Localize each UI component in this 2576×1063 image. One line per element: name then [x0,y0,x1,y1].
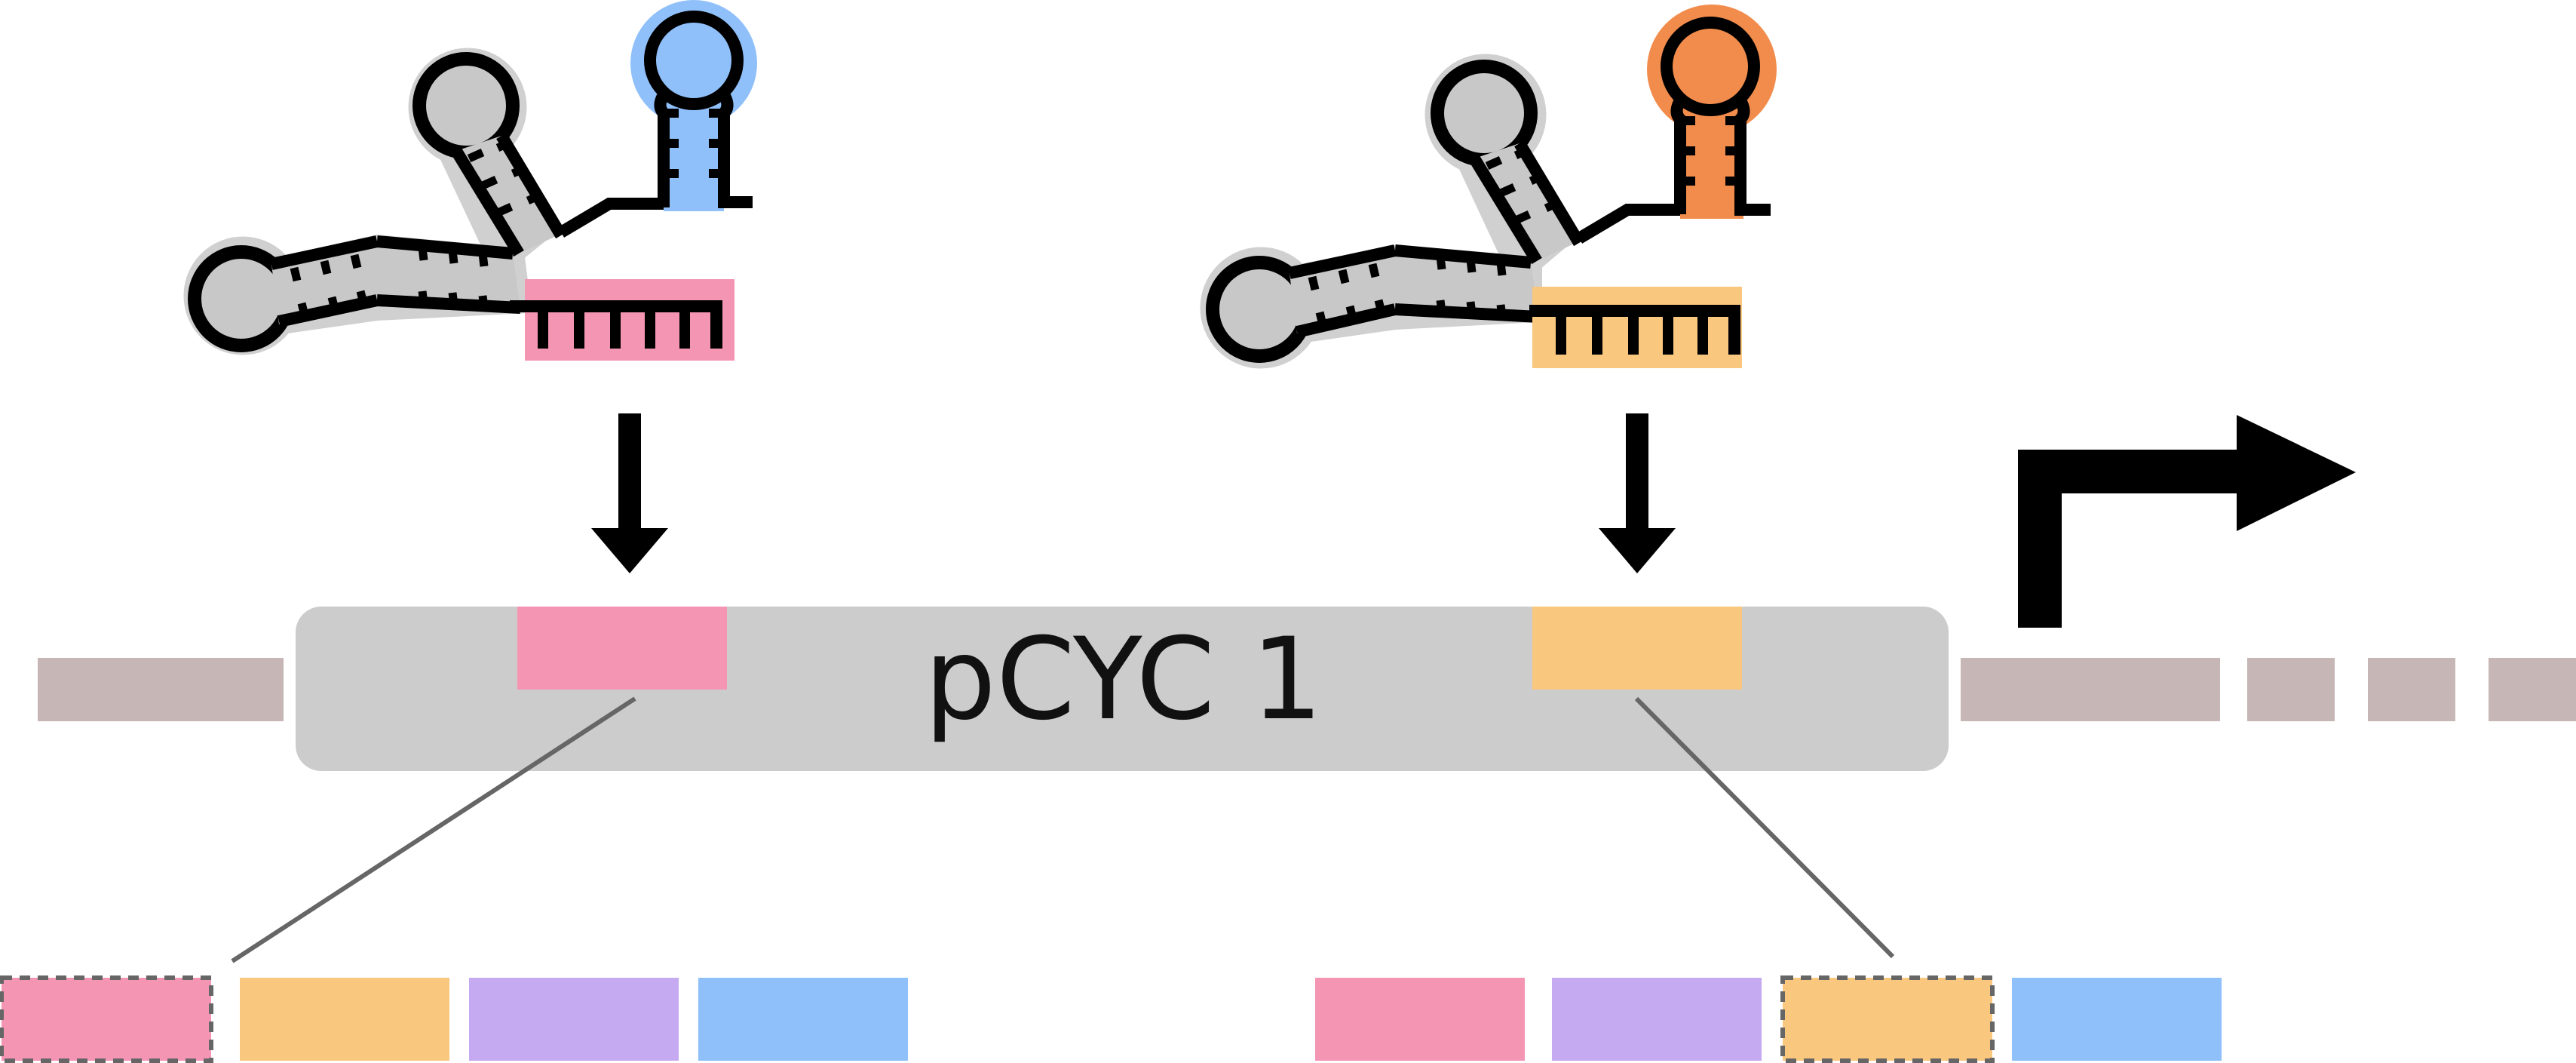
binding-arrow-icon [1599,413,1676,573]
dna-segment-dash [2489,658,2576,721]
option-box-pink [0,975,213,1063]
grna-right-spacer [1529,287,1742,368]
transcription-start-arrow-icon [2018,415,2356,628]
connector-line-left [231,696,636,963]
option-box-purple [1552,978,1762,1061]
option-box-yellow [240,978,449,1061]
target-options-left [0,975,908,1063]
promoter-label: pCYC 1 [925,614,1323,745]
grna-left-scaffold-hairpin [630,0,757,211]
dna-segment-dash [2368,658,2455,721]
dna-segment-left [38,658,284,721]
grna-left-lower-stemloop [188,235,521,352]
grna-complex-left [183,0,757,361]
grna-right-lower-stemloop [1206,244,1539,363]
dna-segment-right [1961,658,2220,721]
dna-segment-dash [2247,658,2335,721]
grna-right-scaffold-hairpin [1647,5,1777,219]
target-options-right [1315,975,2222,1063]
option-box-yellow [1780,975,1995,1063]
target-site-left [517,607,727,690]
dna-strand [38,658,2576,721]
option-box-blue [2012,978,2222,1061]
grna-left-spacer [510,279,734,361]
target-site-right [1532,607,1742,690]
grna-left-upper-stemloop [412,52,566,257]
grna-left-linker [557,198,664,238]
binding-arrow-icon [591,413,668,573]
grna-complex-right [1200,5,1777,369]
grna-right-linker [1575,204,1680,244]
connector-line-right [1634,696,1895,959]
option-box-blue [698,978,908,1061]
option-box-purple [469,978,679,1061]
grna-right-upper-stemloop [1431,60,1584,265]
option-box-pink [1315,978,1525,1061]
promoter-region: pCYC 1 [296,607,1949,771]
